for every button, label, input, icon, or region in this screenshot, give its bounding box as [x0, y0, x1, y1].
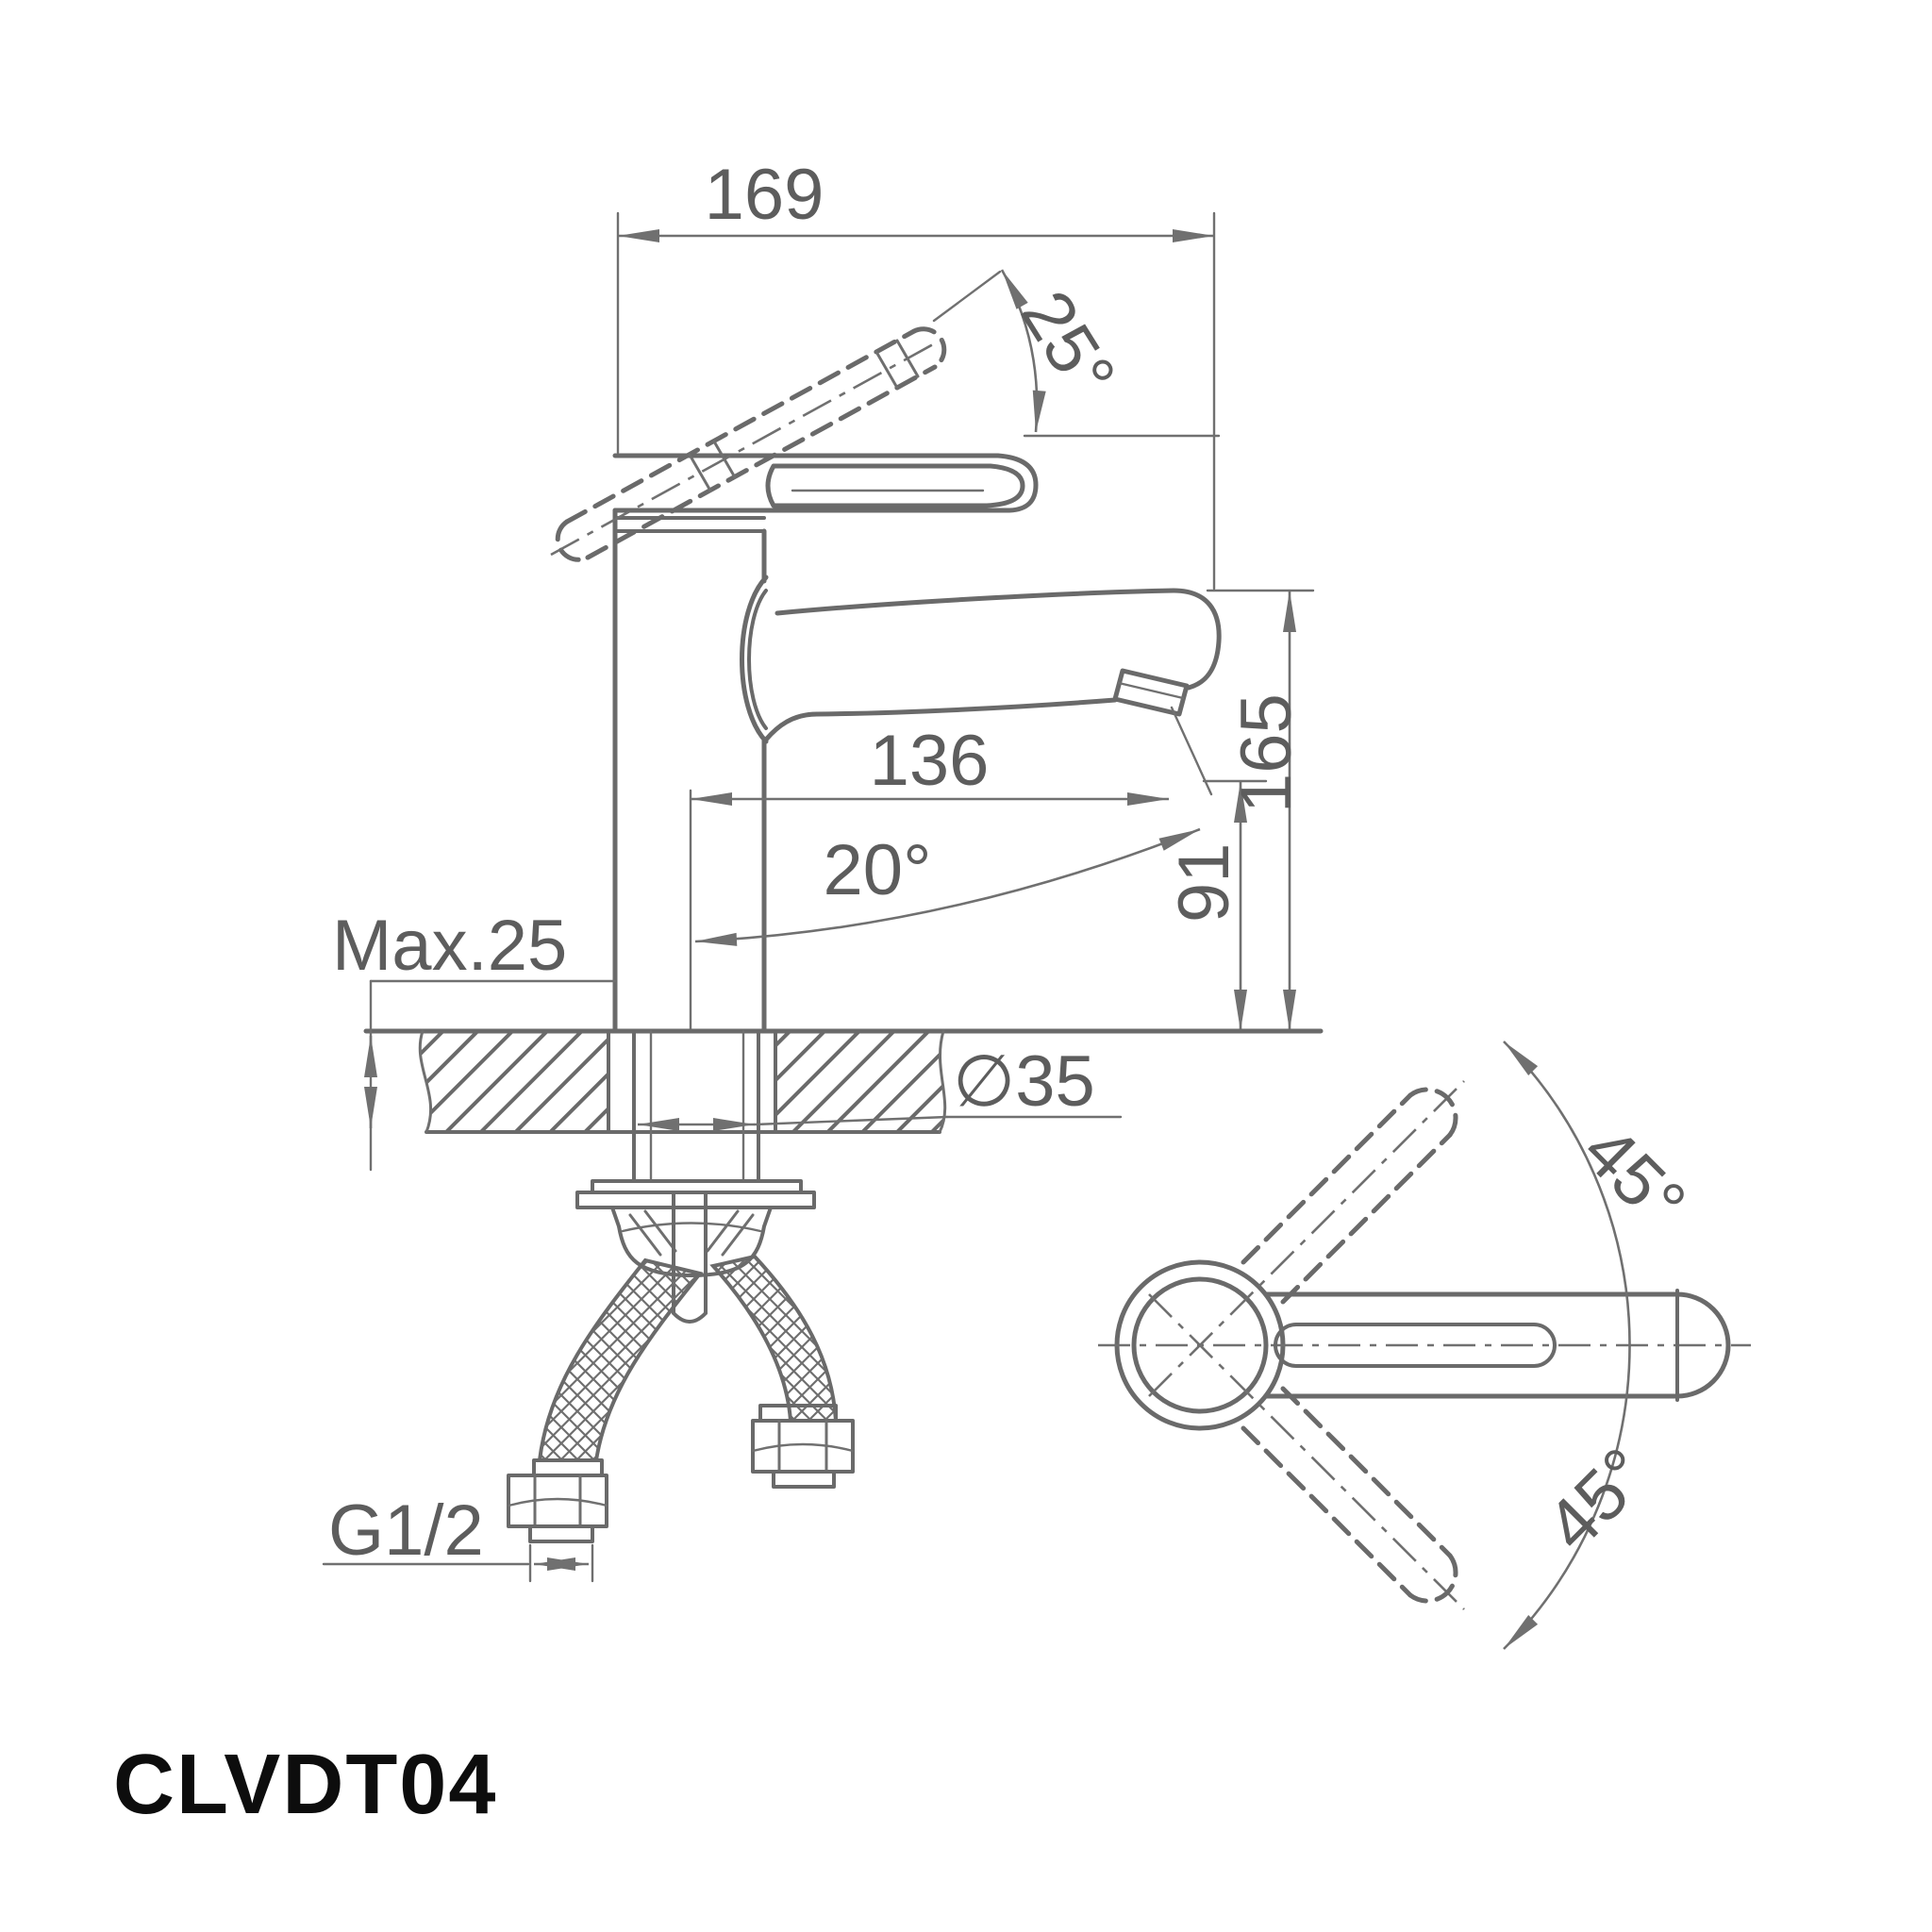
handle-slot — [1274, 1323, 1557, 1368]
up-edge-2 — [1241, 1092, 1413, 1265]
dim-text-169: 169 — [705, 155, 824, 235]
body-circle-inner — [1131, 1276, 1269, 1414]
dim-text-91: 91 — [1164, 842, 1244, 923]
dim-text-20: 20° — [824, 830, 932, 910]
dim-text-25: 25° — [1006, 277, 1131, 412]
dimension-deck-thickness: Max.25 — [332, 906, 617, 1172]
dimension-stream-angle: 20° — [694, 706, 1213, 946]
hose-left-collar — [532, 1458, 604, 1477]
dimension-hole-diameter: ∅35 — [638, 1041, 1123, 1131]
spout-junction-outer — [740, 575, 769, 744]
dia-leader — [753, 1115, 949, 1126]
neck-ring — [613, 516, 766, 533]
dim-text-dia35: ∅35 — [953, 1041, 1095, 1122]
nut-chamfer-marks — [628, 1209, 755, 1257]
countertop-section — [363, 1028, 1324, 1134]
up-edge-1 — [1280, 1132, 1453, 1305]
hose-right-nut-wave — [751, 1442, 855, 1453]
model-code: CLVDT04 — [113, 1738, 497, 1832]
handle-raised-dashed — [550, 326, 947, 562]
dim-text-g12: G1/2 — [328, 1491, 484, 1571]
arc-20 — [694, 827, 1201, 946]
top-view: 45° 45° — [1098, 1041, 1751, 1650]
deck-hatch-left — [420, 1031, 608, 1132]
raised-handle-centerline — [550, 337, 944, 557]
raised-handle-butt-cap — [555, 519, 591, 562]
down-cap — [1407, 1553, 1458, 1604]
deck-break-left — [418, 1029, 432, 1134]
dimension-thread: G1/2 — [322, 1491, 594, 1583]
mounting-nut-wave — [621, 1222, 762, 1233]
radius-line-25 — [932, 270, 1002, 323]
deck-break-right — [938, 1029, 947, 1134]
hose-left-nut-facets — [533, 1474, 582, 1528]
shank-tube — [632, 1029, 760, 1183]
shank-inner-walls — [649, 1029, 745, 1183]
swing-arc — [1503, 1041, 1631, 1650]
supply-hoses — [507, 1254, 855, 1543]
dim-text-45-upper: 45° — [1568, 1110, 1701, 1243]
handle-lever-side — [765, 463, 1025, 508]
dimension-spout-height: 91 — [1164, 779, 1268, 1031]
hose-right-tail — [772, 1470, 836, 1489]
arc-25 — [1000, 269, 1046, 433]
dimension-overall-width: 169 — [616, 155, 1216, 591]
raised-handle-edge-lower — [585, 364, 938, 560]
handle-base-plate — [612, 453, 1039, 513]
deck-hatch-right — [775, 1031, 945, 1132]
hose-right-nut — [751, 1419, 855, 1474]
hose-right — [709, 1254, 839, 1423]
washer-lower — [575, 1191, 816, 1209]
down-edge-1 — [1280, 1386, 1453, 1558]
handle-position-up-dashed — [1241, 1087, 1458, 1305]
raised-handle-tip-cap — [911, 326, 947, 370]
aerator — [1112, 668, 1190, 717]
down-edge-2 — [1241, 1425, 1413, 1598]
hose-left-tail — [528, 1524, 594, 1543]
hose-right-nut-facets — [777, 1419, 828, 1474]
dim-text-165: 165 — [1226, 693, 1307, 813]
dim-text-45-lower: 45° — [1531, 1433, 1664, 1566]
dimension-overall-height: 165 — [1206, 589, 1315, 1031]
dimension-handle-angle: 25° — [932, 269, 1221, 438]
spout-junction-inner — [747, 589, 768, 730]
handle-top-outline — [1263, 1291, 1731, 1399]
dimension-spout-reach: 136 — [689, 721, 1169, 1033]
dim-text-max25: Max.25 — [332, 906, 567, 986]
front-view: 169 25° 136 20° 91 — [322, 155, 1324, 1583]
stream-leader — [1170, 706, 1213, 796]
hose-left-nut-wave — [507, 1497, 608, 1507]
dim-text-136: 136 — [870, 721, 990, 801]
raised-handle-edge-upper — [564, 328, 917, 525]
handle-position-down-dashed — [1241, 1386, 1458, 1604]
raised-handle-tip-tick-2 — [895, 339, 920, 378]
raised-handle-collar-tick-1 — [688, 453, 712, 492]
spout-outline — [763, 588, 1222, 742]
centerline-45-down — [1148, 1293, 1465, 1610]
hose-left-nut — [507, 1474, 608, 1528]
hose-left — [537, 1257, 704, 1462]
raised-handle-collar-tick-2 — [712, 440, 737, 479]
raised-handle-tip-tick-1 — [874, 350, 899, 390]
aerator-inner-line — [1117, 681, 1185, 700]
up-cap — [1407, 1087, 1458, 1138]
centerline-45-up — [1148, 1080, 1465, 1397]
